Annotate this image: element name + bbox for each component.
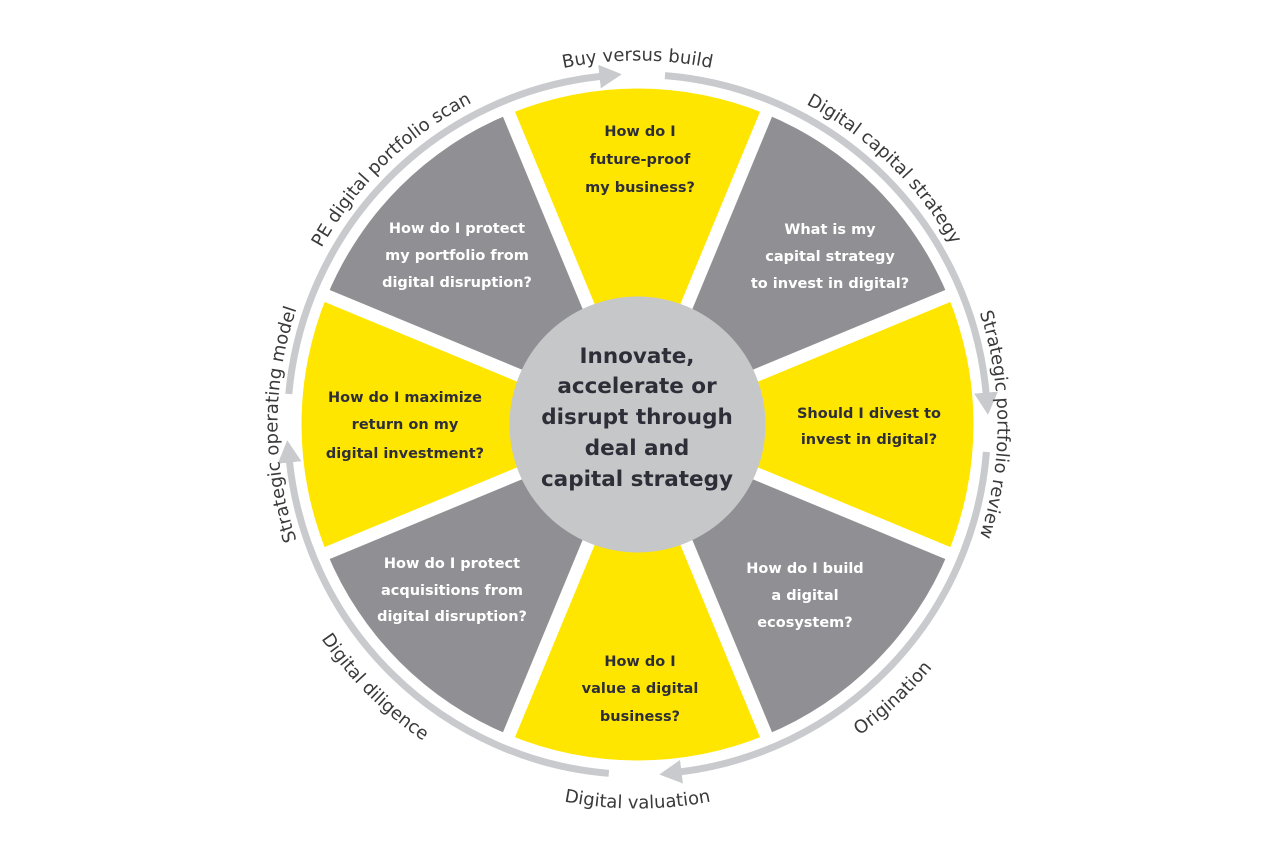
segment-line: digital disruption?	[382, 275, 532, 291]
segment-line: How do I	[604, 654, 675, 670]
segment-future-proof-text: How do I future-proof my business?	[585, 124, 695, 196]
segment-line: to invest in digital?	[751, 276, 909, 292]
center-circle	[509, 296, 766, 553]
segment-acquisitions-text: How do I protect acquisitions from digit…	[377, 556, 527, 625]
segment-line: ecosystem?	[757, 615, 852, 631]
segments	[301, 88, 974, 761]
segment-valuation	[508, 424, 767, 761]
segment-line: business?	[600, 709, 680, 725]
segment-return	[301, 295, 638, 554]
segment-line: How do I protect	[384, 556, 520, 572]
segment-valuation-text: How do I value a digital business?	[582, 654, 699, 725]
cycle-arrow-top-right	[664, 72, 998, 415]
ring-label-digital-valuation: Digital valuation	[563, 786, 712, 814]
segment-line: How do I	[604, 124, 675, 140]
segment-capital-strategy-text: What is my capital strategy to invest in…	[751, 222, 909, 292]
ring-label-text: Buy versus build	[560, 44, 714, 73]
segment-line: How do I build	[746, 561, 863, 577]
segment-ecosystem-text: How do I build a digital ecosystem?	[746, 561, 863, 631]
segment-line: digital investment?	[326, 446, 484, 462]
segment-line: How do I maximize	[328, 390, 482, 406]
cycle-arrow-top-left	[285, 64, 622, 395]
segment-line: capital strategy	[765, 249, 895, 265]
segment-line: future-proof	[590, 152, 691, 168]
cycle-arrows	[277, 64, 998, 784]
segment-line: return on my	[352, 417, 459, 433]
segment-line: What is my	[784, 222, 876, 238]
segment-line: How do I protect	[389, 221, 525, 237]
center-line: disrupt through	[541, 405, 733, 430]
segment-divest	[637, 295, 974, 554]
center-line: deal and	[585, 436, 690, 461]
segment-return-text: How do I maximize return on my digital i…	[326, 390, 484, 462]
segment-line: my business?	[585, 180, 695, 196]
segment-divest-text: Should I divest to invest in digital?	[797, 406, 941, 448]
cycle-arrow-bottom-right	[659, 451, 990, 784]
center-line: accelerate or	[557, 374, 717, 399]
segment-future-proof	[508, 88, 767, 425]
ring-label-text: Digital valuation	[563, 786, 712, 814]
center-text: Innovate, accelerate or disrupt through …	[541, 344, 733, 492]
segment-line: digital disruption?	[377, 609, 527, 625]
center-line: Innovate,	[580, 344, 695, 369]
segment-line: Should I divest to	[797, 406, 941, 422]
segment-line: a digital	[771, 588, 838, 604]
segment-line: acquisitions from	[381, 583, 523, 599]
cycle-arrow-bottom-left	[277, 440, 610, 777]
segment-portfolio-text: How do I protect my portfolio from digit…	[382, 221, 532, 291]
segment-line: value a digital	[582, 681, 699, 697]
center-line: capital strategy	[541, 467, 733, 492]
segment-line: my portfolio from	[385, 248, 529, 264]
segment-line: invest in digital?	[801, 432, 937, 448]
ring-label-buy-versus-build: Buy versus build	[560, 44, 714, 73]
